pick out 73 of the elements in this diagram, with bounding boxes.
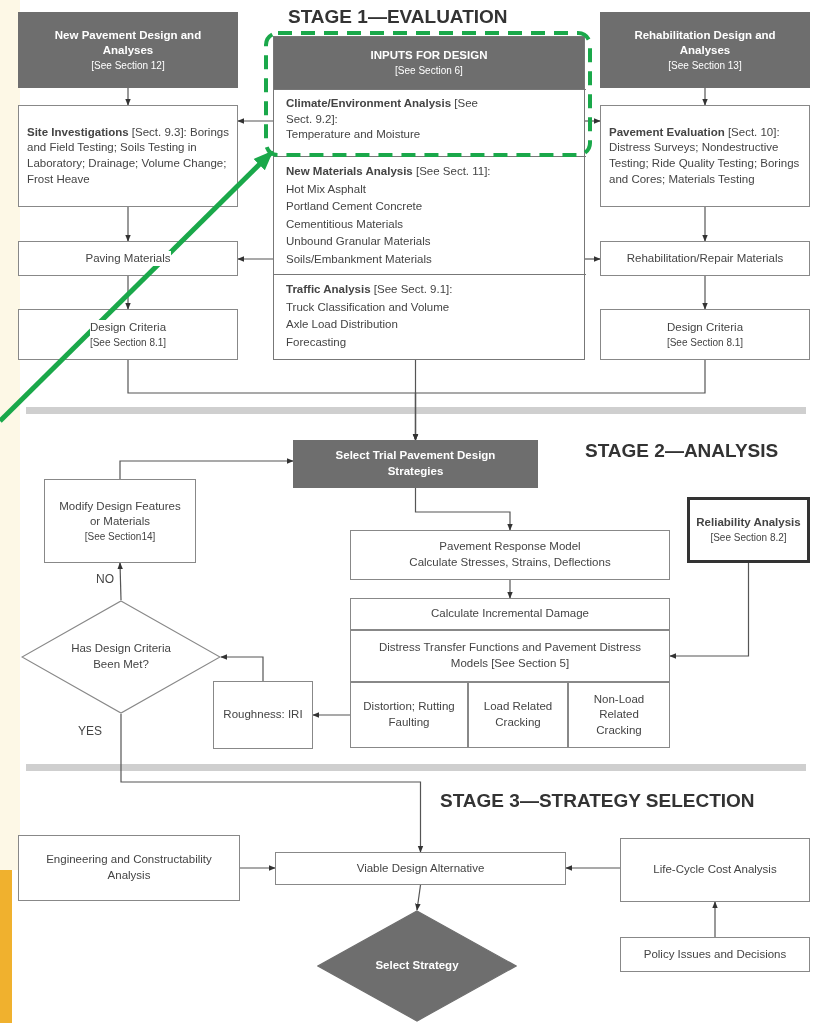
node-title: Select Strategy	[375, 958, 459, 974]
arrow	[584, 118, 601, 124]
process-box	[213, 681, 313, 749]
node-title: Life-Cycle Cost Analysis	[653, 862, 777, 878]
node-title: Select Trial Pavement Design Strategies	[334, 448, 497, 479]
header-box	[18, 12, 238, 88]
process-box	[600, 309, 810, 360]
process-box	[350, 530, 670, 580]
arrow	[125, 275, 131, 310]
node-title: Pavement Response Model	[439, 539, 581, 555]
process-box	[468, 682, 568, 748]
node-title: Design Criteria	[666, 320, 744, 336]
header-box	[600, 12, 810, 88]
process-box	[18, 309, 238, 360]
arrow	[412, 359, 419, 441]
process-box	[350, 630, 670, 682]
arrow	[702, 206, 708, 242]
node-text: Calculate Stresses, Strains, Deflections	[409, 555, 611, 571]
node-text: [See Section 6]	[395, 64, 463, 78]
process-box	[350, 598, 670, 630]
arrow	[125, 206, 131, 242]
node-text: [See Section 13]	[668, 58, 742, 73]
arrow	[702, 275, 708, 310]
node-title: Reliability Analysis	[696, 515, 801, 531]
decision-diamond	[21, 600, 221, 714]
arrow	[117, 562, 123, 601]
stage-title: STAGE 3—STRATEGY SELECTION	[440, 790, 755, 812]
arrow	[220, 654, 264, 682]
process-box	[350, 682, 468, 748]
node-title: INPUTS FOR DESIGN	[370, 48, 488, 64]
process-box	[600, 105, 810, 207]
arrow	[125, 87, 131, 106]
process-box	[18, 241, 238, 276]
input-panel	[273, 36, 585, 360]
node-title: Design Criteria	[89, 320, 167, 336]
arrow	[414, 487, 513, 531]
stage-title: STAGE 2—ANALYSIS	[585, 440, 779, 462]
arrow	[669, 562, 750, 659]
edge-label: YES	[76, 724, 104, 738]
arrow	[507, 579, 513, 599]
arrow	[237, 118, 274, 124]
node-title: Has Design Criteria Been Met?	[71, 641, 171, 672]
arrow	[119, 458, 294, 480]
process-box	[620, 937, 810, 972]
edge-label: NO	[94, 572, 116, 586]
arrow	[312, 712, 351, 718]
process-box	[18, 105, 238, 207]
arrow	[565, 865, 621, 871]
node-text: [See Section 8.2]	[710, 531, 787, 545]
node-title: New Pavement Design and Analyses	[53, 27, 203, 59]
stage-title: STAGE 1—EVALUATION	[288, 6, 508, 28]
process-box	[568, 682, 670, 748]
process-box	[600, 241, 810, 276]
node-title: Roughness: IRI	[223, 707, 303, 723]
node-title: Calculate Incremental Damage	[431, 606, 589, 622]
arrow	[415, 884, 422, 911]
arrow	[712, 901, 718, 938]
arrow	[702, 87, 708, 106]
process-box	[44, 479, 196, 563]
process-box	[18, 835, 240, 901]
highlight-arrow	[0, 150, 274, 423]
node-title: Paving Materials	[85, 250, 171, 267]
arrow	[239, 865, 276, 871]
arrow	[237, 256, 274, 262]
terminal-diamond	[317, 910, 517, 1022]
header-box	[293, 440, 538, 488]
arrow	[120, 713, 424, 853]
process-box	[275, 852, 566, 885]
process-box	[687, 497, 810, 563]
arrow	[584, 256, 601, 262]
process-box	[620, 838, 810, 902]
node-text: [See Section 12]	[91, 58, 165, 73]
node-title: Rehabilitation Design and Analyses	[633, 27, 777, 59]
